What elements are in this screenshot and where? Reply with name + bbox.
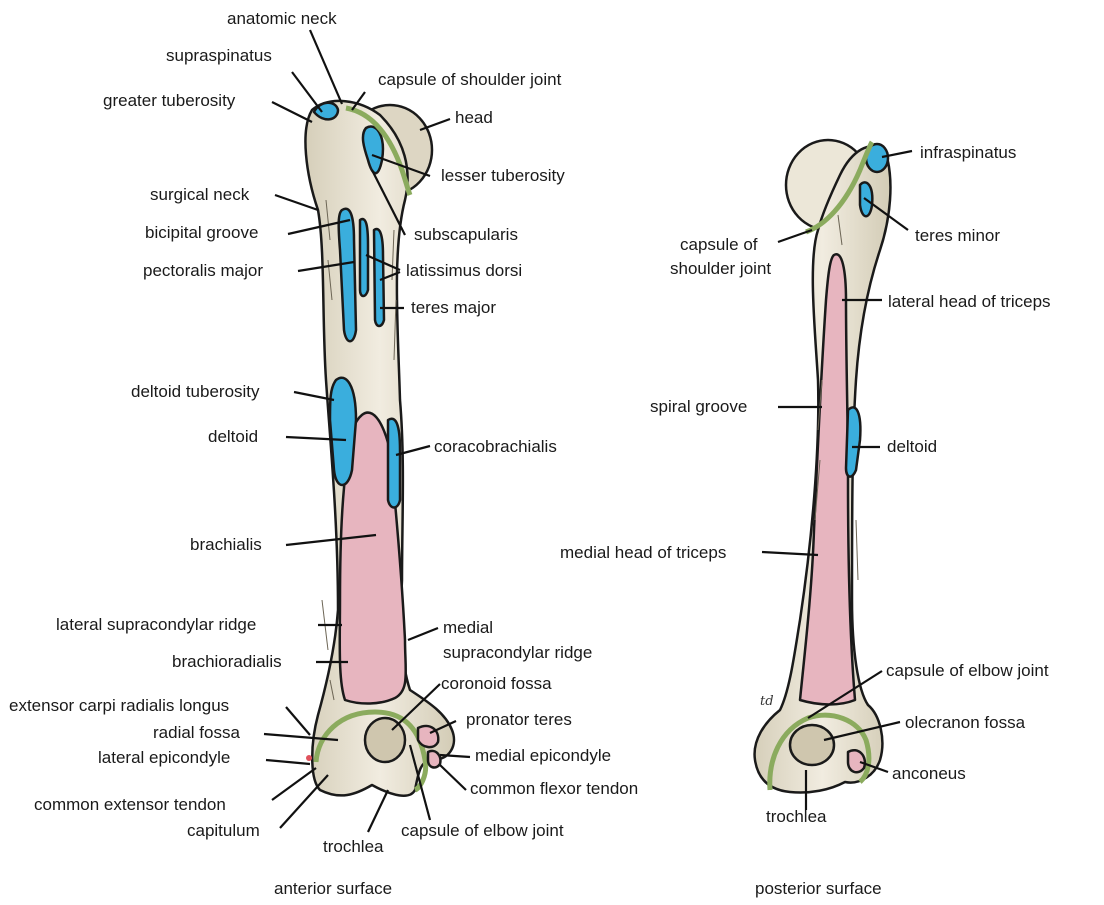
- label-deltoid-posterior: deltoid: [887, 437, 937, 457]
- label-infraspinatus: infraspinatus: [920, 143, 1016, 163]
- label-teres-minor: teres minor: [915, 226, 1000, 246]
- label-subscapularis: subscapularis: [414, 225, 518, 245]
- posterior-anconeus-patch: [848, 750, 865, 772]
- label-lesser-tuberosity: lesser tuberosity: [441, 166, 565, 186]
- label-common-extensor-tendon: common extensor tendon: [34, 795, 226, 815]
- label-brachioradialis: brachioradialis: [172, 652, 282, 672]
- label-medial-head-of-triceps: medial head of triceps: [560, 543, 726, 563]
- posterior-olecranon-fossa: [790, 725, 834, 765]
- anterior-red-dot: [306, 755, 312, 761]
- label-capsule-of-shoulder-joint-posterior-line1: capsule of: [680, 235, 758, 255]
- label-lateral-head-of-triceps: lateral head of triceps: [888, 292, 1051, 312]
- label-capitulum: capitulum: [187, 821, 260, 841]
- label-capsule-of-shoulder-joint: capsule of shoulder joint: [378, 70, 561, 90]
- label-common-flexor-tendon: common flexor tendon: [470, 779, 638, 799]
- label-deltoid-anterior: deltoid: [208, 427, 258, 447]
- label-lateral-supracondylar-ridge: lateral supracondylar ridge: [56, 615, 256, 635]
- label-extensor-carpi-radialis-longus: extensor carpi radialis longus: [9, 696, 229, 716]
- anterior-latissimus-patch: [360, 219, 368, 296]
- label-capsule-of-elbow-joint-posterior: capsule of elbow joint: [886, 661, 1049, 681]
- anterior-teres-major-patch: [374, 229, 384, 326]
- label-anatomic-neck: anatomic neck: [227, 9, 337, 29]
- label-greater-tuberosity: greater tuberosity: [103, 91, 235, 111]
- posterior-humerus: [755, 140, 891, 793]
- label-deltoid-tuberosity: deltoid tuberosity: [131, 382, 260, 402]
- label-anconeus: anconeus: [892, 764, 966, 784]
- label-latissimus-dorsi: latissimus dorsi: [406, 261, 522, 281]
- label-surgical-neck: surgical neck: [150, 185, 249, 205]
- label-spiral-groove: spiral groove: [650, 397, 747, 417]
- label-pronator-teres: pronator teres: [466, 710, 572, 730]
- posterior-triceps: [800, 254, 855, 704]
- label-capsule-of-shoulder-joint-posterior-line2: shoulder joint: [670, 259, 771, 279]
- label-coracobrachialis: coracobrachialis: [434, 437, 557, 457]
- anterior-deltoid-patch: [330, 378, 356, 485]
- label-medial-epicondyle: medial epicondyle: [475, 746, 611, 766]
- label-brachialis: brachialis: [190, 535, 262, 555]
- label-trochlea-anterior: trochlea: [323, 837, 383, 857]
- anterior-coracobrachialis-patch: [388, 419, 400, 508]
- caption-anterior-surface: anterior surface: [274, 879, 392, 899]
- label-capsule-of-elbow-joint-anterior: capsule of elbow joint: [401, 821, 564, 841]
- artist-signature: td: [760, 694, 774, 709]
- label-trochlea-posterior: trochlea: [766, 807, 826, 827]
- label-medial-supracondylar-ridge-line1: medial: [443, 618, 493, 638]
- anterior-pronator-patch: [418, 726, 438, 747]
- label-medial-supracondylar-ridge-line2: supracondylar ridge: [443, 643, 592, 663]
- label-supraspinatus: supraspinatus: [166, 46, 272, 66]
- label-teres-major: teres major: [411, 298, 496, 318]
- label-bicipital-groove: bicipital groove: [145, 223, 258, 243]
- label-radial-fossa: radial fossa: [153, 723, 240, 743]
- label-coronoid-fossa: coronoid fossa: [441, 674, 552, 694]
- label-head: head: [455, 108, 493, 128]
- anterior-flexor-patch: [428, 751, 440, 768]
- label-lateral-epicondyle: lateral epicondyle: [98, 748, 230, 768]
- label-olecranon-fossa: olecranon fossa: [905, 713, 1025, 733]
- caption-posterior-surface: posterior surface: [755, 879, 882, 899]
- posterior-deltoid-patch: [846, 407, 860, 476]
- label-pectoralis-major: pectoralis major: [143, 261, 263, 281]
